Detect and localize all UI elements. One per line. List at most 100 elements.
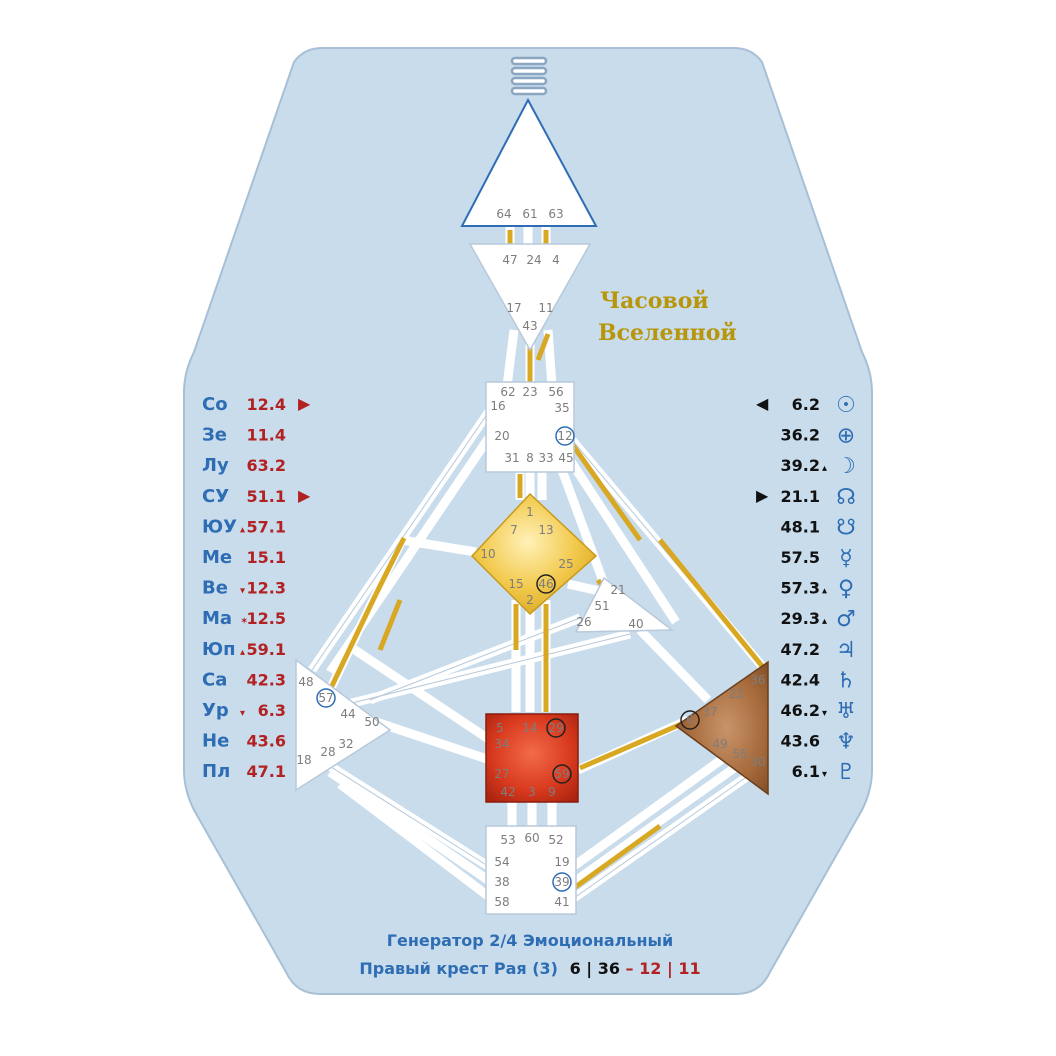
personality-row: Лу 63.2 [202,455,286,476]
gate-43: 43 [522,319,537,333]
gate-41: 41 [554,895,569,909]
planet-label: Ве [202,578,228,599]
gate-33: 33 [538,451,553,465]
gate-28: 28 [320,745,335,759]
gate-9: 9 [548,785,556,799]
gate-48: 48 [298,675,313,689]
gate-17: 17 [506,301,521,315]
gate-line-value: 21.1 [781,487,820,506]
gate-line-value: 42.3 [247,670,286,689]
gate-11: 11 [538,301,553,315]
gate-55: 55 [732,747,747,761]
planet-label: Со [202,394,228,415]
arrow-marker-icon: ▶ [298,394,311,413]
gate-22: 22 [728,687,743,701]
gate-8: 8 [526,451,534,465]
gate-29: 29 [548,721,563,735]
gate-40: 40 [628,617,643,631]
heart-center: 21 51 26 40 [574,576,675,633]
arrow-marker-icon: ◀ [756,394,769,413]
root-center: 53 60 52 54 19 38 39 58 41 [485,825,577,915]
gate-26: 26 [576,615,591,629]
gate-line-value: 57.3 [781,579,820,598]
planet-label: Не [202,731,229,752]
planet-symbol-icon: ♆ [836,730,856,755]
planet-label: Пл [202,761,230,782]
gate-line-value: 15.1 [247,548,286,567]
chart-title-line2: Вселенной [598,320,737,346]
gate-51: 51 [594,599,609,613]
gate-19: 19 [554,855,569,869]
planet-symbol-icon: ☿ [839,546,853,571]
arrow-marker-icon: ▾ [240,708,245,719]
gate-line-value: 29.3 [781,609,820,628]
gate-line-value: 57.5 [781,548,820,567]
design-row: 47.2♃ [781,638,856,663]
throat-center: 62 23 56 16 35 20 12 31 8 33 45 [485,381,575,473]
design-row: 43.6♆ [781,730,856,755]
channels [308,226,766,902]
gate-3: 3 [528,785,536,799]
gate-54: 54 [494,855,509,869]
gate-line-value: 42.4 [781,670,820,689]
planet-label: Зе [202,425,227,446]
gate-line-value: 6.2 [792,395,820,414]
gate-25: 25 [558,557,573,571]
gate-5: 5 [496,721,504,735]
planet-symbol-icon: ♀ [838,577,854,602]
gate-60: 60 [524,831,539,845]
personality-row: Зе 11.4 [202,425,286,446]
planet-label: Са [202,669,227,690]
gate-12: 12 [557,429,572,443]
design-row: 57.3▴♀ [781,577,855,602]
gate-47: 47 [502,253,517,267]
design-row: 36.2 ⊕ [781,424,856,449]
gate-35: 35 [554,401,569,415]
planet-label: Ме [202,547,232,568]
sacral-center: 5 14 29 34 27 59 42 3 9 [485,713,579,803]
gate-15: 15 [508,577,523,591]
personality-row: Са 42.3 [202,669,286,690]
arrow-marker-icon: ▴ [822,616,827,627]
arrow-marker-icon: ✶ [240,616,248,627]
gate-50: 50 [364,715,379,729]
arrow-marker-icon: ▾ [822,708,827,719]
gate-45: 45 [558,451,573,465]
design-column: ◀6.2☉36.2⊕39.2▴☽▶21.1☊48.1☋57.5☿57.3▴♀29… [756,393,856,785]
gate-4: 4 [552,253,560,267]
gate-1: 1 [526,505,534,519]
design-row: 48.1☋ [781,515,856,540]
gate-42: 42 [500,785,515,799]
gate-line-value: 11.4 [247,426,286,445]
gate-18: 18 [296,753,311,767]
planet-label: Лу [202,455,229,476]
gate-line-value: 63.2 [247,456,286,475]
gate-line-value: 36.2 [781,426,820,445]
design-row: 46.2▾♅ [781,699,856,724]
planet-symbol-icon: ♂ [836,607,856,632]
gate-23: 23 [522,385,537,399]
gate-32: 32 [338,737,353,751]
planet-symbol-icon: ☽ [836,454,856,479]
arrow-marker-icon: ▴ [240,524,245,535]
design-row: 29.3▴ ♂ [781,607,856,632]
gate-59: 59 [554,767,569,781]
gate-6: 6 [686,713,694,727]
planet-label: Юп [202,639,236,660]
grip-icon [510,56,548,96]
gate-36: 36 [750,673,765,687]
planet-symbol-icon: ☉ [836,393,856,418]
planet-label: Ур [202,700,229,721]
gate-14: 14 [522,721,537,735]
gate-13: 13 [538,523,553,537]
gate-58: 58 [494,895,509,909]
cross-gate-1: 6 [570,959,581,978]
planet-symbol-icon: ⊕ [837,424,855,449]
personality-row: Ме 15.1 [202,547,286,568]
gate-64: 64 [496,207,511,221]
arrow-marker-icon: ▾ [240,586,245,597]
planet-symbol-icon: ☊ [836,485,856,510]
